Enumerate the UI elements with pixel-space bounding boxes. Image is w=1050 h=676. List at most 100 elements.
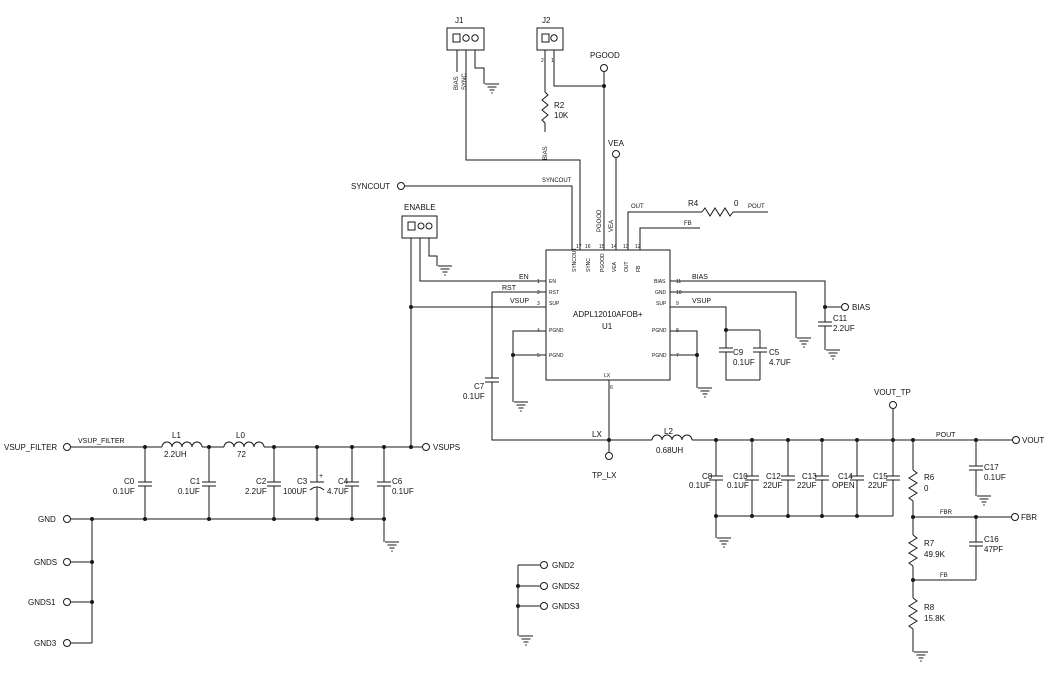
vsups-terminal[interactable] <box>422 443 430 451</box>
c6-ref: C6 <box>392 477 403 486</box>
r7-ref: R7 <box>924 539 935 548</box>
ic-pin-num-11: 11 <box>676 279 681 285</box>
resistor-r8 <box>908 597 918 630</box>
junction <box>511 353 515 357</box>
junction <box>714 438 718 442</box>
syncout-terminal[interactable] <box>397 182 405 190</box>
junction <box>602 84 606 88</box>
vout-terminal[interactable] <box>1012 436 1020 444</box>
resistor-r4 <box>701 207 734 217</box>
ic-pin-num-3: 3 <box>537 301 540 307</box>
vout-tp-terminal[interactable] <box>889 401 897 409</box>
l1-ref: L1 <box>172 431 181 440</box>
vsup-filter-terminal[interactable] <box>63 443 71 451</box>
junction <box>750 438 754 442</box>
c12-ref: C12 <box>766 472 781 481</box>
j1-ref: J1 <box>455 16 464 25</box>
wire-sync <box>465 50 581 245</box>
r7-value: 49.9K <box>924 550 946 559</box>
fbr-terminal[interactable] <box>1011 513 1019 521</box>
ic-pin-num-12: 12 <box>635 244 641 250</box>
c8-value: 0.1UF <box>689 481 711 490</box>
j2-body <box>536 27 564 51</box>
ground-symbol <box>976 495 992 506</box>
enable-pin-square <box>407 221 416 231</box>
c4-value: 4.7UF <box>327 487 349 496</box>
tp-lx-terminal[interactable] <box>605 452 613 460</box>
gnds-terminal[interactable] <box>63 558 71 566</box>
j2-ref: J2 <box>542 16 551 25</box>
c15-value: 22UF <box>868 481 888 490</box>
c13-ref: C13 <box>802 472 817 481</box>
ic-pin-name-pgood: PGOOD <box>600 253 606 272</box>
ic-pin-name-pgnd-8: PGND <box>652 328 667 334</box>
junction <box>90 560 94 564</box>
output-capacitor-bank: C8 0.1UF C10 0.1UF C12 22UF C13 22UF C14… <box>689 440 900 538</box>
ic-part-number: ADPL12010AFOB+ <box>573 310 643 319</box>
gnd3-terminal[interactable] <box>63 639 71 647</box>
vout-terminal-label: VOUT <box>1022 436 1044 445</box>
r6-ref: R6 <box>924 473 935 482</box>
ic-pin-num-13: 13 <box>623 244 629 250</box>
r4-value: 0 <box>734 199 739 208</box>
ic-pin-name-syncout: SYNCOUT <box>572 248 578 272</box>
net-label-pout: POUT <box>936 432 956 439</box>
r8-value: 15.8K <box>924 614 946 623</box>
vea-terminal-label: VEA <box>608 139 625 148</box>
r6-value: 0 <box>924 484 929 493</box>
vea-terminal[interactable] <box>612 150 620 158</box>
ic-pin-name-sup-right: SUP <box>656 301 667 307</box>
wire-out <box>627 211 702 245</box>
r8-ref: R8 <box>924 603 935 612</box>
wire-syncout <box>405 185 573 245</box>
ic-pin-name-sup-left: SUP <box>549 301 560 307</box>
gnds2-terminal-label: GNDS2 <box>552 582 580 591</box>
junction <box>90 600 94 604</box>
enable-pin <box>425 222 433 230</box>
l2-value: 0.68UH <box>656 446 683 455</box>
pgood-terminal[interactable] <box>600 64 608 72</box>
wire-lx <box>491 382 604 441</box>
net-label-out: OUT <box>631 204 644 210</box>
gnds1-terminal[interactable] <box>63 598 71 606</box>
j1-pin-label-bias: BIAS <box>454 76 460 90</box>
r4-ref: R4 <box>688 199 699 208</box>
junction <box>143 445 147 449</box>
ic-pin-num-7: 7 <box>676 353 679 359</box>
wire <box>474 50 485 84</box>
c0-ref: C0 <box>124 477 135 486</box>
ic-pin-num-9: 9 <box>676 301 679 307</box>
j1-pin-label-sync: SYNC <box>462 73 468 90</box>
bias-terminal[interactable] <box>841 303 849 311</box>
pgood-terminal-label: PGOOD <box>590 51 620 60</box>
c10-value: 0.1UF <box>727 481 749 490</box>
c17-value: 0.1UF <box>984 473 1006 482</box>
c3-value: 100UF <box>283 487 307 496</box>
gnds-terminal-label: GNDS <box>34 558 57 567</box>
gnd-terminal[interactable] <box>63 515 71 523</box>
gnds3-terminal[interactable] <box>540 602 548 610</box>
j1-pin-square <box>452 33 461 43</box>
gnds2-terminal[interactable] <box>540 582 548 590</box>
wire-pgnd <box>670 330 698 388</box>
gnd2-terminal[interactable] <box>540 561 548 569</box>
ic-body <box>545 249 671 381</box>
syncout-terminal-label: SYNCOUT <box>351 182 390 191</box>
ground-symbol <box>513 401 529 412</box>
l0-ref: L0 <box>236 431 245 440</box>
c4-ref: C4 <box>338 477 349 486</box>
junction <box>207 517 211 521</box>
ic-pin-name-pgnd-5: PGND <box>549 353 564 359</box>
inductor-l2 <box>651 434 693 441</box>
net-label-fb: FB <box>684 221 692 227</box>
c0-value: 0.1UF <box>113 487 135 496</box>
tp-lx-label: TP_LX <box>592 471 617 480</box>
r2-ref: R2 <box>554 101 565 110</box>
wire-gnd <box>670 291 797 338</box>
junction <box>750 514 754 518</box>
c16-value: 47PF <box>984 545 1003 554</box>
junction <box>786 514 790 518</box>
j2-pin-square <box>541 33 550 43</box>
junction <box>695 353 699 357</box>
net-label-vsup-filter: VSUP_FILTER <box>78 438 125 445</box>
